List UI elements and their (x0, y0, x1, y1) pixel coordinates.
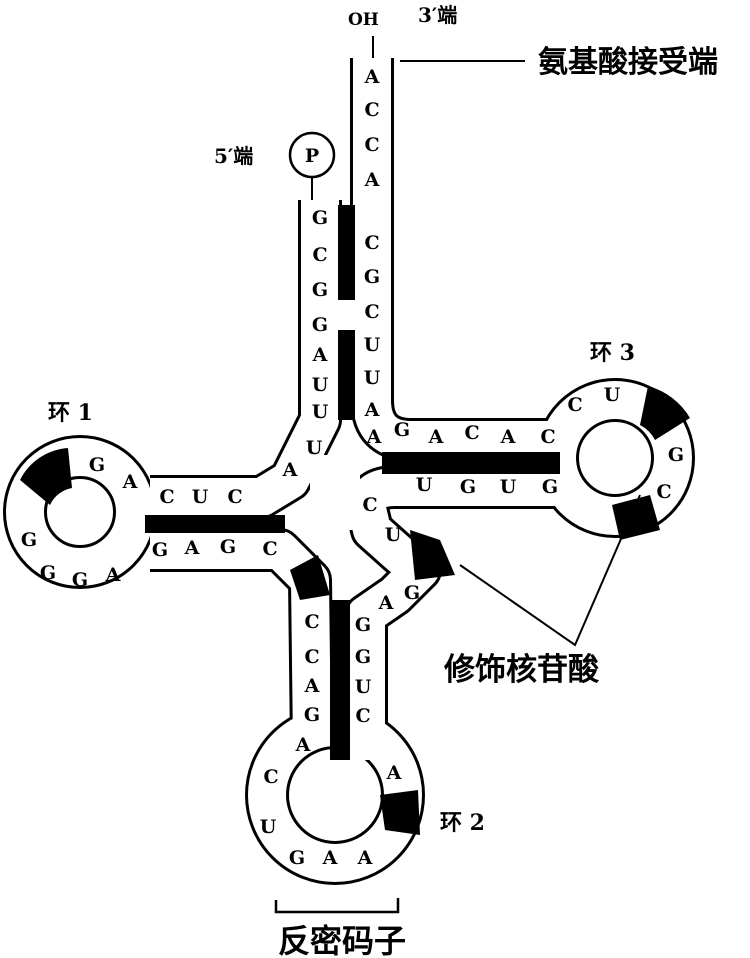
nucleotide-acceptor-3prime-strand: C (364, 134, 379, 156)
five-prime-label: 5′端 (214, 144, 253, 168)
nucleotide-d-arm-bottom: C (262, 538, 277, 560)
nucleotide-loop3: G (668, 444, 684, 466)
oh-label: OH (348, 10, 379, 30)
nucleotide-d-link: U (306, 437, 323, 459)
nucleotide-loop2: A (295, 734, 311, 756)
phosphate-label: P (305, 145, 319, 167)
nucleotide-loop1: G (40, 562, 56, 584)
nucleotide-d-arm-bottom: G (152, 539, 168, 561)
nucleotide-t-arm-bottom: U (500, 476, 517, 498)
base-pair-bars (145, 205, 560, 760)
nucleotide-d-arm-top: U (192, 486, 209, 508)
nucleotide-acceptor-3prime-strand: U (364, 367, 381, 389)
nucleotide-loop3: U (604, 384, 621, 406)
nucleotide-loop2: A (386, 762, 402, 784)
nucleotide-anticodon-arm-left: C (304, 646, 319, 668)
nucleotide-t-arm-top: G (394, 419, 410, 441)
nucleotide-loop1: A (105, 564, 121, 586)
nucleotide-acceptor-3prime-strand: A (364, 399, 380, 421)
nucleotide-acceptor-5prime-strand: G (312, 279, 328, 301)
anticodon-bracket (274, 898, 400, 914)
nucleotide-d-arm-top: G (89, 454, 105, 476)
nucleotide-variable-region: U (385, 524, 402, 546)
nucleotide-acceptor-3prime-strand: C (364, 99, 379, 121)
loop1-label: 环 1 (48, 400, 93, 426)
nucleotide-loop3: C (567, 394, 582, 416)
nucleotide-t-arm-bottom: U (416, 474, 433, 496)
nucleotide-anticodon-arm-left: C (304, 611, 319, 633)
nucleotide-anticodon-link: A (378, 592, 394, 614)
nucleotide-loop1: G (21, 529, 37, 551)
nucleotide-t-arm-top: A (500, 426, 516, 448)
nucleotide-loop2: G (289, 847, 305, 869)
nucleotide-d-arm-top: C (227, 486, 242, 508)
nucleotide-acceptor-5prime-strand: G (312, 207, 328, 229)
nucleotide-d-link: A (282, 459, 298, 481)
nucleotide-loop2: A (357, 847, 373, 869)
nucleotide-loop2: A (322, 847, 338, 869)
nucleotide-anticodon-arm-right: G (355, 646, 371, 668)
phosphate-group: P (288, 131, 336, 200)
modified-nucleotide-pointer (459, 494, 641, 647)
nucleotide-d-arm-bottom: A (184, 537, 200, 559)
nucleotide-acceptor-3prime-strand: A (366, 426, 382, 448)
acceptor-end-label: 氨基酸接受端 (538, 45, 718, 80)
nucleotide-acceptor-5prime-strand: G (312, 314, 328, 336)
nucleotide-acceptor-3prime-strand: U (364, 334, 381, 356)
nucleotide-acceptor-5prime-strand: U (312, 374, 329, 396)
nucleotide-loop2: U (260, 816, 277, 838)
nucleotide-acceptor-3prime-strand: C (364, 301, 379, 323)
nucleotide-acceptor-5prime-strand: A (312, 344, 328, 366)
nucleotide-acceptor-3prime-strand: C (364, 232, 379, 254)
nucleotide-t-arm-bottom: G (542, 476, 558, 498)
anticodon-label: 反密码子 (278, 922, 406, 958)
nucleotide-acceptor-5prime-strand: C (312, 244, 327, 266)
nucleotide-loop3: C (656, 481, 671, 503)
nucleotide-d-arm-bottom: G (220, 536, 236, 558)
nucleotide-anticodon-arm-right: G (355, 614, 371, 636)
nucleotide-t-arm-top: C (540, 426, 555, 448)
nucleotide-t-arm-top: A (428, 426, 444, 448)
nucleotide-anticodon-arm-right: U (355, 676, 372, 698)
nucleotide-anticodon-link: G (404, 582, 420, 604)
three-prime-label: 3′端 (418, 3, 457, 27)
nucleotide-anticodon-arm-left: A (304, 675, 320, 697)
nucleotide-anticodon-arm-right: C (355, 705, 370, 727)
nucleotide-loop2: C (263, 766, 278, 788)
loop2-label: 环 2 (440, 810, 485, 836)
nucleotide-acceptor-5prime-strand: U (312, 401, 329, 423)
nucleotide-d-arm-top: A (122, 471, 138, 493)
modified-nucleotides-label: 修饰核苷酸 (443, 652, 600, 688)
nucleotide-loop3: T (615, 509, 629, 531)
nucleotide-acceptor-3prime-strand: A (364, 169, 380, 191)
nucleotide-loop1: G (72, 569, 88, 591)
modified-nucleotide-marks (20, 386, 690, 835)
nucleotide-t-arm-top: C (464, 422, 479, 444)
nucleotide-t-arm-bottom: G (460, 476, 476, 498)
nucleotide-d-arm-top: C (159, 486, 174, 508)
nucleotide-acceptor-3prime-strand: G (364, 266, 380, 288)
loop3-label: 环 3 (590, 340, 635, 366)
nucleotide-acceptor-3prime-strand: A (364, 66, 380, 88)
nucleotide-anticodon-arm-left: G (304, 704, 320, 726)
nucleotide-variable-region: C (362, 494, 377, 516)
